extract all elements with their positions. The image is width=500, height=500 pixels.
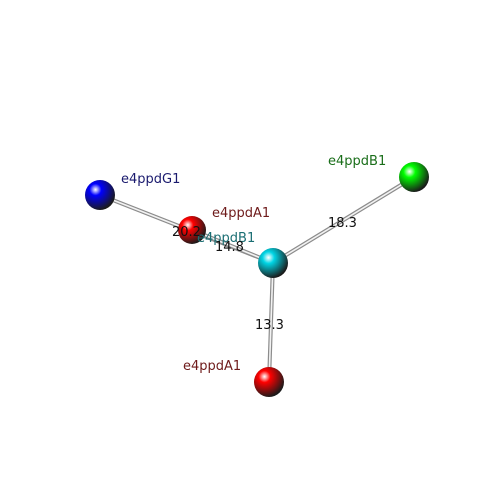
atom-label-b1c: e4ppdB1 [197,231,255,246]
distance-label-a1b: 13.3 [255,318,284,333]
atom-sphere-b1c[interactable] [258,248,288,278]
bond-B1g-B1c [271,175,416,265]
labels-layer: e4ppdG1 e4ppdA1 e4ppdB1 e4ppdB1 e4ppdA1 20.2 1… [121,154,386,374]
atom-label-g1: e4ppdG1 [121,172,180,187]
atom-label-a1b: e4ppdA1 [183,359,241,374]
distance-label-g1: 20.2 [172,225,201,240]
distance-label-a1a: 14.8 [215,240,244,255]
atoms-layer [85,162,429,397]
atom-sphere-b1g[interactable] [399,162,429,192]
atom-sphere-g1[interactable] [85,180,115,210]
bond-A1b-B1c [267,261,275,384]
atom-label-b1g: e4ppdB1 [328,154,386,169]
distance-label-b1g: 18.3 [328,216,357,231]
atom-label-a1a: e4ppdA1 [212,206,270,221]
atom-sphere-a1a[interactable] [178,216,206,244]
atom-sphere-a1b[interactable] [254,367,284,397]
